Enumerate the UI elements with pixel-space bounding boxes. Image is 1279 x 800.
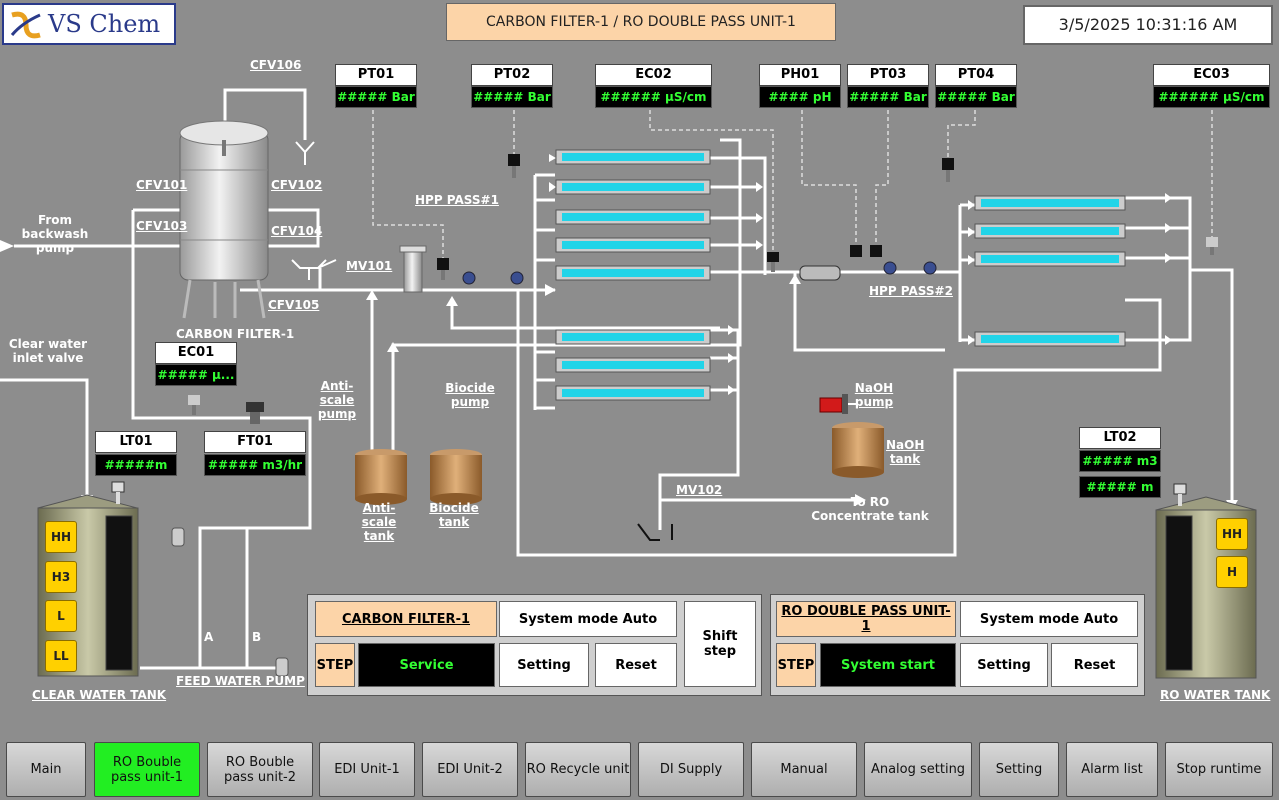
- naoh-tank: [832, 422, 884, 478]
- cfv105-label[interactable]: CFV105: [268, 298, 320, 312]
- carbon-filter-label: CARBON FILTER-1: [176, 327, 295, 341]
- cartridge-filter: [399, 245, 427, 293]
- cf-reset-button[interactable]: Reset: [595, 643, 677, 687]
- biocide-tank-label[interactable]: Biocide tank: [429, 501, 479, 529]
- from-backwash-label: From backwash pump: [21, 213, 89, 255]
- ec02-value: ###### µS/cm: [595, 86, 712, 108]
- antiscale-tank: [355, 449, 407, 505]
- signal-lines: [372, 110, 1213, 258]
- clear-water-inlet-label: Clear water inlet valve: [8, 337, 88, 365]
- static-mixer: [799, 265, 841, 281]
- logo-text: VS Chem: [48, 10, 161, 38]
- ro-step-label: STEP: [776, 643, 816, 687]
- biocide-tank: [430, 449, 482, 505]
- ro-water-tank-label[interactable]: RO WATER TANK: [1160, 688, 1271, 702]
- ft01-value: ##### m3/hr: [204, 454, 306, 476]
- lt01-value: #####m: [95, 454, 177, 476]
- nav-ro-pass-unit-2[interactable]: RO Bouble pass unit-2: [207, 742, 313, 797]
- pt03-tag[interactable]: PT03: [847, 64, 929, 86]
- naoh-pump-icon: [819, 394, 858, 414]
- ph01-tag[interactable]: PH01: [759, 64, 841, 86]
- mv102-label[interactable]: MV102: [676, 483, 723, 497]
- ec01-value: ##### µ...: [155, 364, 237, 386]
- cfv106-label[interactable]: CFV106: [250, 58, 302, 72]
- ft01-tag[interactable]: FT01: [204, 431, 306, 453]
- page-title: CARBON FILTER-1 / RO DOUBLE PASS UNIT-1: [446, 3, 836, 41]
- nav-ro-recycle-unit[interactable]: RO Recycle unit: [525, 742, 631, 797]
- pt02-tag[interactable]: PT02: [471, 64, 553, 86]
- clear-tank-level-h3: H3: [45, 561, 77, 593]
- nav-main[interactable]: Main: [6, 742, 86, 797]
- inline-instruments: [171, 154, 1218, 677]
- mv102-drain-icon: [637, 523, 673, 541]
- lt01-tag[interactable]: LT01: [95, 431, 177, 453]
- ro-mode-display: System mode Auto: [960, 601, 1138, 637]
- pt03-value: ##### Bar: [847, 86, 929, 108]
- cfv102-label[interactable]: CFV102: [271, 178, 323, 192]
- ro-pass2-membranes: [974, 195, 1126, 347]
- cf-setting-button[interactable]: Setting: [499, 643, 589, 687]
- nav-edi-unit-2[interactable]: EDI Unit-2: [422, 742, 518, 797]
- ro-panel-title[interactable]: RO DOUBLE PASS UNIT-1: [776, 601, 956, 637]
- naoh-tank-label[interactable]: NaOH tank: [886, 438, 925, 466]
- nav-setting[interactable]: Setting: [979, 742, 1059, 797]
- ec03-tag[interactable]: EC03: [1153, 64, 1270, 86]
- nav-stop-runtime[interactable]: Stop runtime: [1165, 742, 1273, 797]
- nav-analog-setting[interactable]: Analog setting: [864, 742, 972, 797]
- hpp-pass2-label[interactable]: HPP PASS#2: [869, 284, 953, 298]
- clear-tank-level-ll: LL: [45, 640, 77, 672]
- cf-panel-title[interactable]: CARBON FILTER-1: [315, 601, 497, 637]
- cf-step-value: Service: [358, 643, 495, 687]
- logo-icon: [10, 11, 41, 39]
- lt02-value-volume: ##### m3: [1079, 450, 1161, 472]
- logo: VS Chem: [2, 3, 176, 45]
- cfv106-valve-icon: [295, 141, 315, 165]
- datetime-display: 3/5/2025 10:31:16 AM: [1023, 5, 1273, 45]
- clear-tank-level-l: L: [45, 600, 77, 632]
- nav-di-supply[interactable]: DI Supply: [638, 742, 744, 797]
- pt02-value: ##### Bar: [471, 86, 553, 108]
- ec01-tag[interactable]: EC01: [155, 342, 237, 364]
- pump-b-label: B: [252, 630, 262, 644]
- ro-tank-level-h: H: [1216, 556, 1248, 588]
- cf-step-label: STEP: [315, 643, 355, 687]
- mv101-label[interactable]: MV101: [346, 259, 393, 273]
- pt04-tag[interactable]: PT04: [935, 64, 1017, 86]
- nav-alarm-list[interactable]: Alarm list: [1066, 742, 1158, 797]
- biocide-pump-label[interactable]: Biocide pump: [445, 381, 495, 409]
- carbon-filter-vessel: [179, 120, 269, 319]
- to-ro-concentrate-label: To RO Concentrate tank: [811, 495, 929, 523]
- cfv103-label[interactable]: CFV103: [136, 219, 188, 233]
- drain-funnel-icon: [291, 259, 337, 280]
- cf-shift-step-button[interactable]: Shift step: [684, 601, 756, 687]
- cfv101-label[interactable]: CFV101: [136, 178, 188, 192]
- ro-tank-level-hh: HH: [1216, 518, 1248, 550]
- ro-setting-button[interactable]: Setting: [960, 643, 1048, 687]
- nav-ro-pass-unit-1[interactable]: RO Bouble pass unit-1: [94, 742, 200, 797]
- ro-step-value: System start: [820, 643, 956, 687]
- lt02-tag[interactable]: LT02: [1079, 427, 1161, 449]
- antiscale-tank-label[interactable]: Anti-scale tank: [361, 501, 397, 543]
- nav-edi-unit-1[interactable]: EDI Unit-1: [319, 742, 415, 797]
- hpp-pass1-label[interactable]: HPP PASS#1: [415, 193, 499, 207]
- cf-mode-display: System mode Auto: [499, 601, 677, 637]
- pt04-value: ##### Bar: [935, 86, 1017, 108]
- cfv104-label[interactable]: CFV104: [271, 224, 323, 238]
- ph01-value: #### pH: [759, 86, 841, 108]
- ec02-tag[interactable]: EC02: [595, 64, 712, 86]
- lt02-value-level: ##### m: [1079, 476, 1161, 498]
- nav-manual[interactable]: Manual: [751, 742, 857, 797]
- ec03-value: ###### µS/cm: [1153, 86, 1270, 108]
- clear-water-tank-label[interactable]: CLEAR WATER TANK: [32, 688, 167, 702]
- ro-pass1-membranes: [555, 149, 711, 401]
- pt01-value: ##### Bar: [335, 86, 417, 108]
- clear-tank-level-hh: HH: [45, 521, 77, 553]
- ro-reset-button[interactable]: Reset: [1051, 643, 1138, 687]
- antiscale-pump-label[interactable]: Anti-scale pump: [317, 379, 357, 421]
- pt01-tag[interactable]: PT01: [335, 64, 417, 86]
- pipe-network: [0, 88, 1234, 670]
- feed-water-pump-label[interactable]: FEED WATER PUMP: [176, 674, 305, 688]
- pump-a-label: A: [204, 630, 214, 644]
- naoh-pump-label[interactable]: NaOH pump: [854, 381, 894, 409]
